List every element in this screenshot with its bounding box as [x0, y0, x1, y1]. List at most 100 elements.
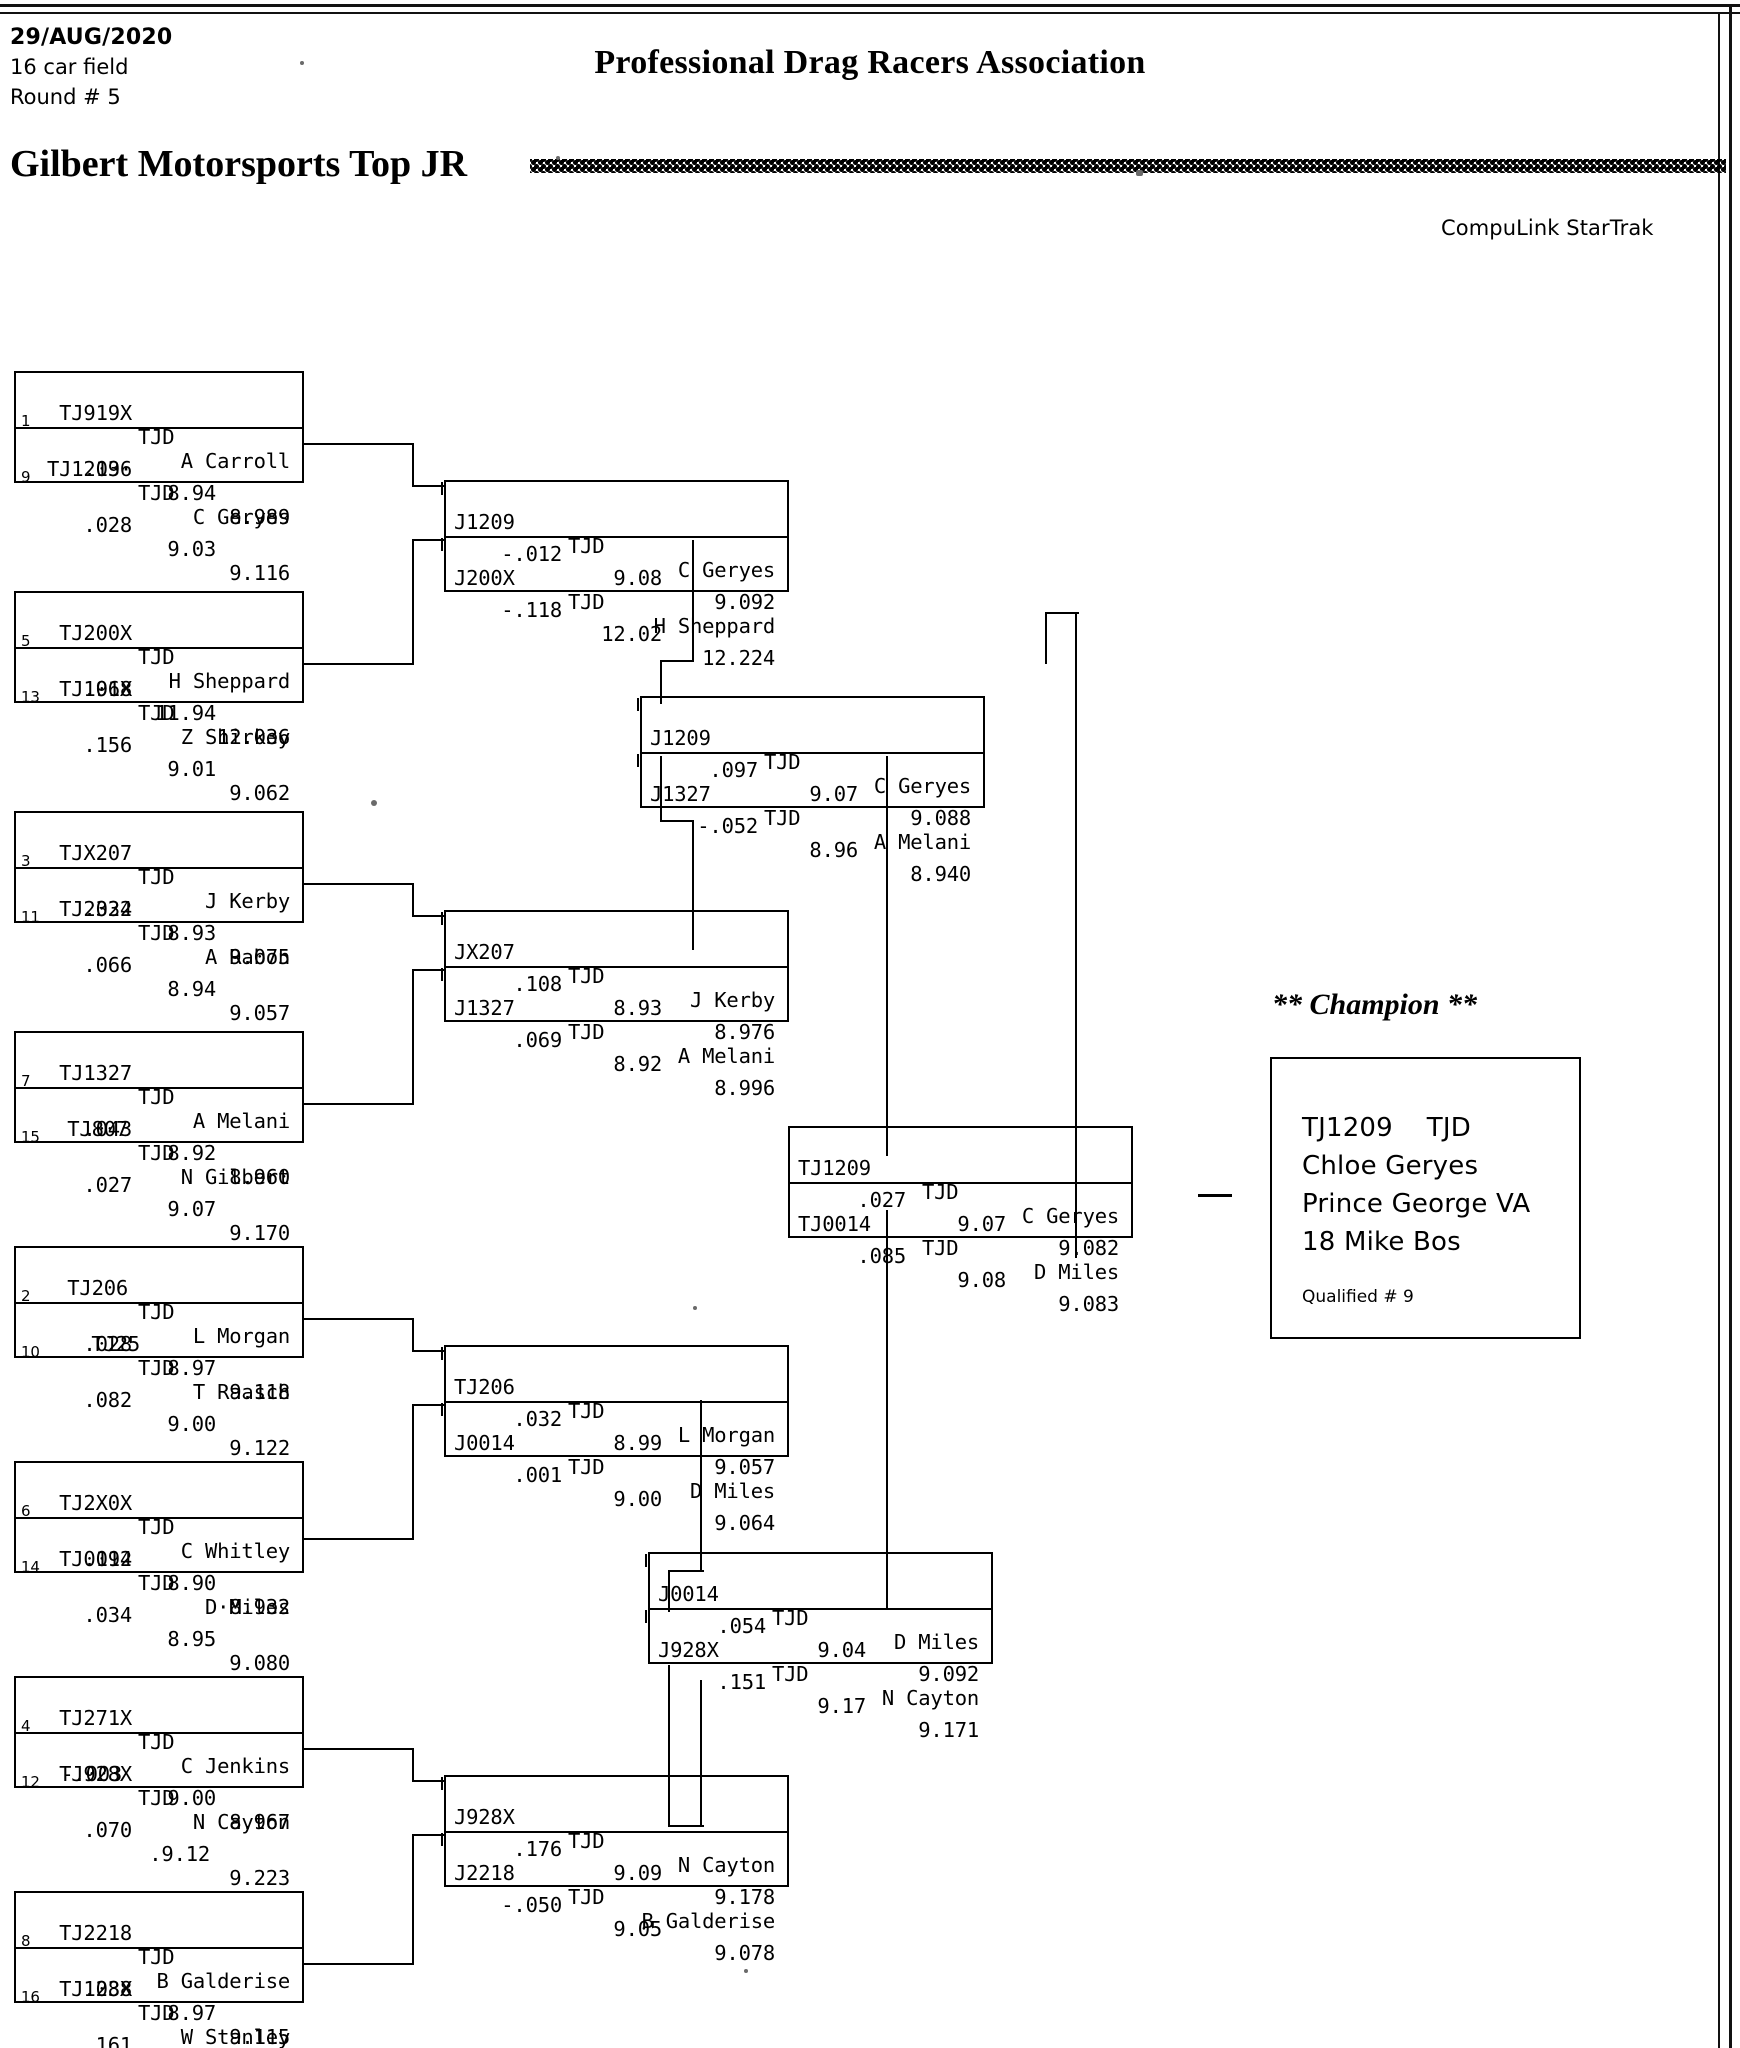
- round1-entry-bottom[interactable]: TJ123X TJD W Stanley 16 .161 12.07 12.70…: [16, 1947, 302, 2048]
- final-entry-top[interactable]: TJ1209 TJD C Geryes .027 9.07 9.082: [790, 1128, 1131, 1260]
- class-code: TJD: [138, 1515, 175, 1539]
- champion-box[interactable]: TJ1209 TJD Chloe Geryes Prince George VA…: [1270, 1057, 1581, 1339]
- round1-entry-bottom[interactable]: TJ807 TJD N Gilbert 15 .027 9.07 9.170: [16, 1087, 302, 1245]
- driver-name: A Melani: [192, 1109, 290, 1133]
- entry-identity: TJ2322 TJD A Rabon: [16, 873, 296, 993]
- round2-entry-top[interactable]: J1209 TJD C Geryes -.012 9.08 9.092: [441, 482, 787, 614]
- entry-times: 1 .136 8.94 8.989: [16, 409, 296, 553]
- round3-entry-bottom[interactable]: J1327 TJD A Melani -.052 8.96 8.940: [637, 752, 983, 886]
- round3-entry-bottom[interactable]: J928X TJD N Cayton .151 9.17 9.171: [645, 1608, 991, 1742]
- car-number: J1327: [454, 996, 515, 1020]
- round2-pair-2[interactable]: JX207 TJD J Kerby .108 8.93 8.976 J1327 …: [441, 910, 789, 1100]
- round1-pair-6[interactable]: TJ2X0X TJD C Whitley 6 .192 8.90 8.932 T…: [14, 1461, 304, 1675]
- scan-speck: [744, 1969, 748, 1973]
- entry-identity: TJ2X0X TJD C Whitley: [16, 1467, 296, 1587]
- champion-connector: [1198, 1194, 1232, 1197]
- round1-entry-top[interactable]: TJ2218 TJD B Galderise 8 .088 8.97 9.115: [16, 1893, 302, 2048]
- round1-entry-bottom[interactable]: TJ25 TJD T Raasch 10 .082 9.00 9.122: [16, 1302, 302, 1460]
- round2-entry-bottom[interactable]: J200X TJD H Sheppard -.118 12.02 12.224: [441, 536, 787, 670]
- car-number: TJ271X: [59, 1706, 132, 1730]
- qualify-seed: 14: [21, 1558, 40, 1576]
- qualify-seed: 4: [21, 1717, 31, 1735]
- round1-pair-8[interactable]: TJ2218 TJD B Galderise 8 .088 8.97 9.115…: [14, 1891, 304, 2048]
- round1-entry-top[interactable]: TJ271X TJD C Jenkins 4 -.003 9.00 8.967: [16, 1678, 302, 1834]
- connector: [412, 1834, 446, 1836]
- round1-pair-4[interactable]: TJ1327 TJD A Melani 7 .043 8.92 8.960 TJ…: [14, 1031, 304, 1245]
- dial-in: 8.93: [613, 996, 662, 1020]
- round1-entry-bottom[interactable]: TJ196X TJD Z Shirkey 13 .156 9.01 9.062: [16, 647, 302, 805]
- round1-entry-bottom[interactable]: TJ928X TJD N Cayton 12 .070 .9.12 9.223: [16, 1732, 302, 1890]
- dial-in: 8.90: [167, 1571, 216, 1595]
- entry-identity: J928X TJD N Cayton: [650, 1614, 985, 1734]
- entry-identity: TJ25 TJD T Raasch: [16, 1308, 296, 1428]
- dial-in: 9.07: [809, 782, 858, 806]
- round2-entry-top[interactable]: J928X TJD N Cayton .176 9.09 9.178: [441, 1777, 787, 1909]
- elapsed-time: 9.092: [918, 1662, 979, 1686]
- round2-entry-bottom[interactable]: J1327 TJD A Melani .069 8.92 8.996: [441, 966, 787, 1100]
- round2-entry-bottom[interactable]: J2218 TJD B Galderise -.050 9.05 9.078: [441, 1831, 787, 1965]
- entry-identity: J0014 TJD D Miles: [446, 1407, 781, 1527]
- champion-driver-name: Chloe Geryes: [1302, 1151, 1479, 1181]
- round2-entry-top[interactable]: JX207 TJD J Kerby .108 8.93 8.976: [441, 912, 787, 1044]
- car-number: TJ919X: [59, 401, 132, 425]
- round1-entry-top[interactable]: TJ919X TJD A Carroll 1 .136 8.94 8.989: [16, 373, 302, 529]
- entry-identity: TJ206 TJD L Morgan: [446, 1351, 781, 1471]
- driver-name: N Cayton: [192, 1810, 290, 1834]
- class-code: TJD: [138, 1356, 175, 1380]
- round1-entry-bottom[interactable]: TJ0014 TJD D·Miles 14 .034 8.95 9.080: [16, 1517, 302, 1675]
- dial-in: 8.99: [613, 1431, 662, 1455]
- round1-entry-top[interactable]: TJ1327 TJD A Melani 7 .043 8.92 8.960: [16, 1033, 302, 1189]
- round1-entry-bottom[interactable]: TJ1209· TJD C Geryes 9 .028 9.03 9.116: [16, 427, 302, 585]
- champion-sponsor: 18 Mike Bos: [1302, 1227, 1461, 1257]
- round2-entry-bottom[interactable]: J0014 TJD D Miles .001 9.00 9.064: [441, 1401, 787, 1535]
- driver-name: W Stanley: [180, 2025, 290, 2048]
- class-code: TJD: [138, 1141, 175, 1165]
- connector: [304, 883, 414, 885]
- round3-entry-top[interactable]: J1209 TJD C Geryes .097 9.07 9.088: [637, 698, 983, 830]
- car-number: TJ1209: [798, 1156, 871, 1180]
- elapsed-time: 9.078: [714, 1941, 775, 1965]
- round2-entry-top[interactable]: TJ206 TJD L Morgan .032 8.99 9.057: [441, 1347, 787, 1479]
- bracket-tick: [637, 754, 639, 767]
- connector: [412, 539, 414, 665]
- qualify-seed: 3: [21, 852, 31, 870]
- round3-pair-1[interactable]: J1209 TJD C Geryes .097 9.07 9.088 J1327…: [637, 696, 985, 886]
- connector-dashed: [700, 1400, 702, 1570]
- round1-entry-top[interactable]: TJ206 TJD L Morgan 2 .028 8.97 9.118: [16, 1248, 302, 1404]
- round1-entry-top[interactable]: TJX207 TJD J Kerby 3 .034 8.93 9.075: [16, 813, 302, 969]
- round1-pair-7[interactable]: TJ271X TJD C Jenkins 4 -.003 9.00 8.967 …: [14, 1676, 304, 1890]
- class-code: TJD: [764, 750, 801, 774]
- champion-car-number: TJ1209: [1302, 1113, 1393, 1143]
- final-entry-bottom[interactable]: TJ0014 TJD D Miles .085 9.08 9.083: [790, 1182, 1131, 1316]
- round1-pair-5[interactable]: TJ206 TJD L Morgan 2 .028 8.97 9.118 TJ2…: [14, 1246, 304, 1460]
- car-number: TJ206: [67, 1276, 128, 1300]
- round1-entry-top[interactable]: TJ2X0X TJD C Whitley 6 .192 8.90 8.932: [16, 1463, 302, 1619]
- dial-in: 8.95: [167, 1627, 216, 1651]
- round2-pair-1[interactable]: J1209 TJD C Geryes -.012 9.08 9.092 J200…: [441, 480, 789, 670]
- entry-times: 3 .034 8.93 9.075: [16, 849, 296, 993]
- bracket-tick: [645, 1610, 647, 1623]
- connector: [412, 1350, 446, 1352]
- entry-identity: TJ2218 TJD B Galderise: [16, 1897, 296, 2017]
- elapsed-time: 9.075: [229, 945, 290, 969]
- final-pair[interactable]: TJ1209 TJD C Geryes .027 9.07 9.082 TJ00…: [788, 1126, 1133, 1316]
- round1-pair-3[interactable]: TJX207 TJD J Kerby 3 .034 8.93 9.075 TJ2…: [14, 811, 304, 1025]
- round3-pair-2[interactable]: J0014 TJD D Miles .054 9.04 9.092 J928X …: [645, 1552, 993, 1742]
- class-code: TJD: [138, 425, 175, 449]
- round2-pair-3[interactable]: TJ206 TJD L Morgan .032 8.99 9.057 J0014…: [441, 1345, 789, 1535]
- entry-identity: TJ807 TJD N Gilbert: [16, 1093, 296, 1213]
- round1-pair-2[interactable]: TJ200X TJD H Sheppard 5 .018 11.94 12.03…: [14, 591, 304, 805]
- round1-entry-bottom[interactable]: TJ2322 TJD A Rabon 11 .066 8.94 9.057: [16, 867, 302, 1025]
- entry-times: .176 9.09 9.178: [446, 1813, 781, 1933]
- reaction-time: .070: [83, 1818, 132, 1842]
- connector: [304, 1538, 414, 1540]
- reaction-time: -.012: [501, 542, 562, 566]
- round1-entry-top[interactable]: TJ200X TJD H Sheppard 5 .018 11.94 12.03…: [16, 593, 302, 749]
- driver-name: C Jenkins: [180, 1754, 290, 1778]
- entry-times: 8 .088 8.97 9.115: [16, 1929, 296, 2048]
- scan-speck: [693, 1306, 697, 1310]
- entry-identity: TJ123X TJD W Stanley: [16, 1953, 296, 2048]
- elapsed-time: 9.057: [714, 1455, 775, 1479]
- round1-pair-1[interactable]: TJ919X TJD A Carroll 1 .136 8.94 8.989 T…: [14, 371, 304, 585]
- round2-pair-4[interactable]: J928X TJD N Cayton .176 9.09 9.178 J2218…: [441, 1775, 789, 1965]
